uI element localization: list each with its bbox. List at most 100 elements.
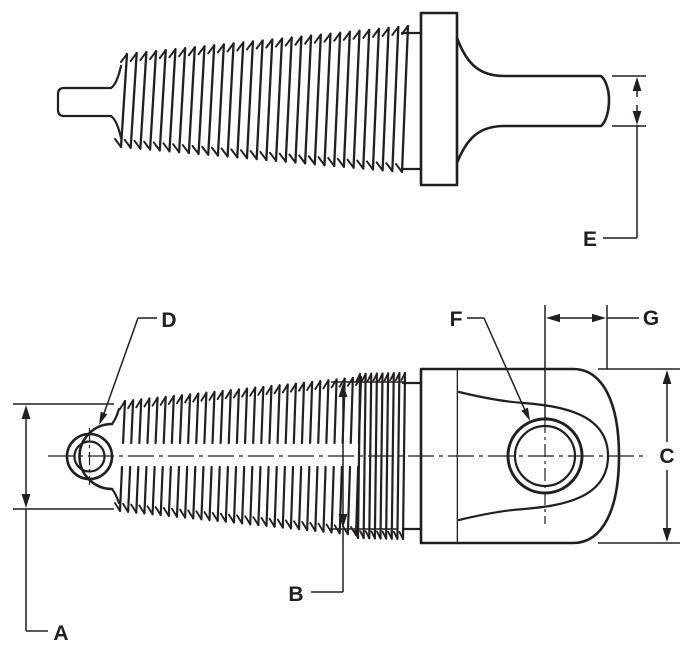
dim-g: G: [546, 305, 659, 369]
thread-line: [179, 508, 187, 519]
thread-line: [235, 388, 241, 445]
thread-line: [123, 138, 132, 149]
thread-line: [151, 396, 159, 407]
thread-line: [127, 465, 132, 513]
thread-line: [352, 29, 361, 40]
thread-line: [391, 25, 400, 173]
thread-line: [187, 46, 196, 155]
thread-line: [227, 513, 235, 524]
dim-label-f: F: [450, 308, 463, 331]
thread-line: [135, 465, 140, 514]
nose-fillet-top: [110, 407, 121, 426]
thread-line: [121, 399, 127, 445]
thread-line: [168, 48, 177, 59]
thread-line: [255, 39, 264, 161]
thread-line: [114, 138, 122, 148]
thread-line: [330, 465, 335, 534]
thread-line: [371, 27, 380, 38]
thread-line: [207, 44, 216, 55]
thread-line: [236, 514, 244, 525]
thread-line: [284, 383, 289, 445]
thread-line: [207, 44, 216, 156]
thread-line: [175, 465, 181, 518]
thread-line: [281, 383, 289, 394]
dim-e: E: [583, 75, 646, 251]
thread-line: [208, 465, 213, 522]
thread-line: [284, 36, 293, 47]
thread-line: [143, 397, 151, 408]
thread-line: [257, 385, 265, 396]
thread-line: [268, 517, 276, 528]
leader-f-diag: [483, 317, 529, 418]
thread-line: [158, 49, 167, 60]
thread-line: [226, 42, 235, 53]
thread-line: [314, 465, 319, 532]
thread-line: [333, 31, 342, 42]
thread-line: [192, 465, 197, 520]
thread-line: [370, 530, 376, 540]
thread-line: [278, 152, 287, 163]
bottom-view: A B C G: [13, 305, 680, 645]
thread-line: [197, 45, 206, 56]
thread-line: [362, 372, 367, 540]
thread-line: [366, 372, 373, 382]
thread-line: [307, 155, 316, 166]
thread-line: [216, 390, 224, 401]
thread-line: [154, 506, 162, 517]
thread-line: [284, 519, 292, 530]
thread-line: [219, 389, 224, 445]
thread-line: [203, 391, 208, 445]
thread-line: [240, 465, 246, 525]
thread-line: [227, 389, 232, 445]
dim-b-arrow-down: [338, 514, 348, 528]
thread-line: [387, 530, 393, 540]
thread-line: [276, 384, 281, 445]
thread-line: [365, 160, 374, 171]
thread-line: [158, 48, 167, 152]
thread-line: [236, 41, 245, 159]
thread-line: [226, 42, 235, 158]
thread-line: [216, 43, 225, 54]
dim-label-e: E: [583, 228, 597, 251]
thread-line: [383, 372, 390, 382]
thread-line: [322, 379, 330, 390]
thread-line: [341, 525, 349, 536]
thread-line: [325, 379, 330, 445]
thread-line: [330, 378, 338, 389]
thread-line: [317, 156, 326, 167]
thread-line: [309, 521, 317, 532]
thread-line: [260, 516, 268, 527]
thread-line: [139, 50, 148, 150]
thread-line: [159, 395, 167, 406]
thread-line: [257, 465, 262, 527]
thread-line: [288, 153, 297, 164]
thread-line: [224, 465, 229, 523]
thread-line: [162, 395, 167, 445]
thread-line: [284, 36, 293, 163]
thread-line: [255, 39, 264, 50]
thread-line: [129, 52, 138, 63]
thread-line: [252, 516, 260, 527]
leader-d: D: [99, 309, 177, 425]
thread-line: [323, 32, 332, 167]
thread-line: [298, 154, 307, 165]
thread-line: [148, 49, 158, 151]
dim-label-a: A: [53, 622, 68, 645]
thread-line: [149, 50, 158, 61]
thread-line: [260, 385, 265, 445]
thread-line: [159, 465, 164, 517]
top-view: E: [56, 11, 646, 251]
dim-e-arrow-up: [632, 77, 642, 91]
leader-f-arrow: [521, 407, 530, 421]
thread-line: [127, 399, 135, 410]
thread-line: [353, 530, 359, 539]
top-view-flare-bottom: [109, 114, 123, 140]
thread-line: [249, 150, 258, 161]
thread-line: [298, 381, 305, 392]
thread-line: [230, 148, 239, 159]
thread-line: [208, 390, 216, 401]
thread-line: [184, 393, 192, 404]
thread-line: [268, 385, 273, 445]
thread-line: [323, 32, 332, 43]
thread-line: [244, 515, 252, 526]
